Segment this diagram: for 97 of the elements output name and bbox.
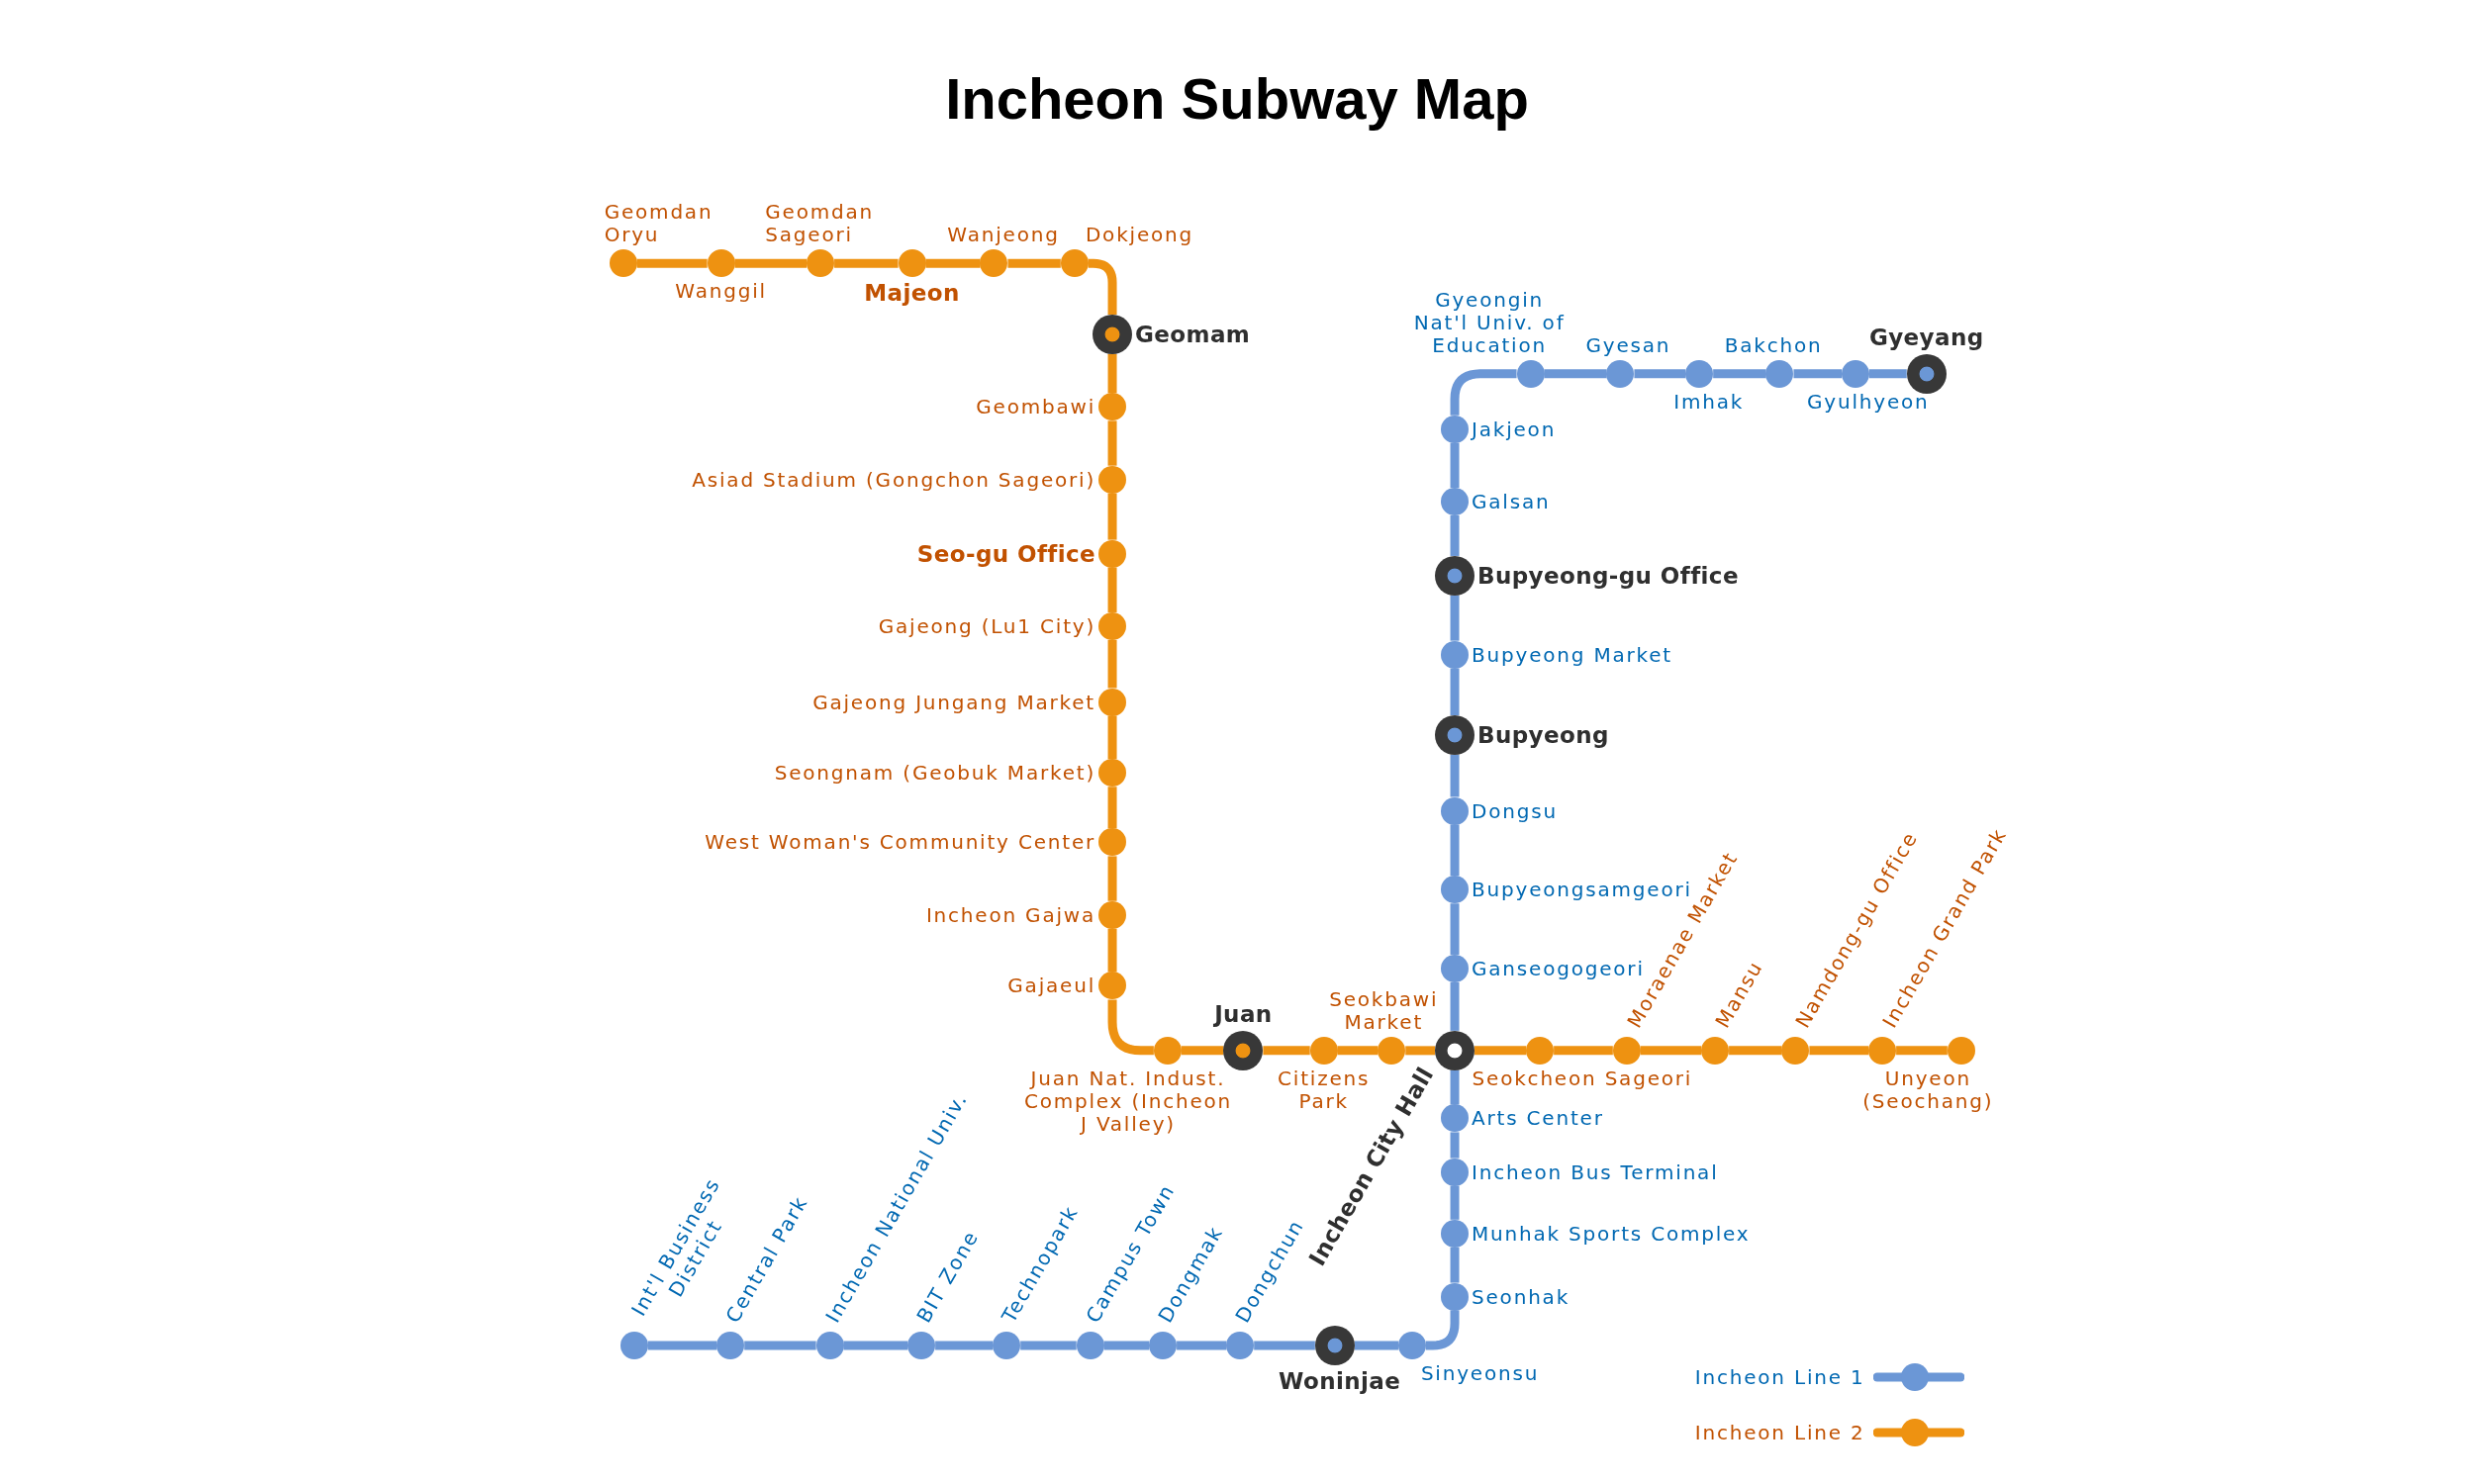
track-segment (1450, 668, 1460, 715)
track-segment (843, 1341, 908, 1350)
station-name: Gajaeul (1007, 974, 1096, 997)
track-segment (744, 1341, 816, 1350)
station-name: Geomam (1135, 321, 1251, 348)
station-name: Wanjeong (947, 224, 1060, 247)
track-segment (925, 258, 981, 268)
station-name: Bupyeong (1477, 721, 1609, 749)
track-segment (1107, 354, 1117, 394)
station-name: Juan Nat. Indust. Complex (Incheon J Valley) (1022, 1067, 1234, 1136)
station-name: Wanggil (675, 280, 767, 304)
station-name: Woninjae (1279, 1368, 1401, 1395)
track-segment (1177, 1341, 1227, 1350)
station-name: Gyesan (1585, 333, 1671, 357)
station-name: Bupyeong-gu Office (1477, 562, 1739, 590)
station-name: Dokjeong (1085, 224, 1193, 247)
station-name: Bakchon (1724, 333, 1823, 357)
track-segment (1107, 420, 1117, 466)
map-title: Incheon Subway Map (945, 67, 1529, 131)
station-name: Seongnam (Geobuk Market) (774, 761, 1096, 785)
track-segment (1450, 981, 1460, 1031)
track-segment (1896, 1046, 1948, 1056)
track-segment (1107, 639, 1117, 689)
track-segment (1181, 1046, 1224, 1056)
station-name: Citizens Park (1277, 1067, 1372, 1113)
track-segment (935, 1341, 994, 1350)
track-segment (1254, 1341, 1315, 1350)
track-segment (1450, 903, 1460, 955)
track-segment (1107, 787, 1117, 829)
track-segment (1809, 1046, 1869, 1056)
station-name: Geomdan Oryu (604, 201, 714, 247)
station-name: Arts Center (1472, 1106, 1604, 1130)
station-name: Seonhak (1472, 1285, 1570, 1309)
track-segment (1634, 369, 1686, 379)
track-segment (1426, 1310, 1460, 1350)
track-segment (1450, 1132, 1460, 1159)
track-segment (1088, 258, 1117, 315)
track-segment (1107, 567, 1117, 612)
track-segment (1869, 369, 1907, 379)
track-segment (1020, 1341, 1077, 1350)
track-segment (1450, 1185, 1460, 1220)
station-name: Gyulhyeon (1807, 390, 1930, 414)
track-segment (1544, 369, 1607, 379)
track-segment (1103, 1341, 1150, 1350)
station-name: Galsan (1472, 490, 1551, 513)
station-name: Incheon Gajwa (925, 903, 1096, 927)
legend-label: Incheon Line 2 (1694, 1421, 1865, 1444)
track-segment (1107, 856, 1117, 901)
track-segment (636, 258, 708, 268)
track-segment (1450, 1069, 1460, 1105)
station-name: Geomdan Sageori (765, 201, 876, 247)
track-segment (1405, 1046, 1436, 1056)
station-name: Gyeyang (1868, 325, 1984, 351)
track-segment (1450, 369, 1517, 416)
track-segment (1107, 493, 1117, 540)
station-name: Munhak Sports Complex (1472, 1222, 1751, 1246)
track-segment (1450, 595, 1460, 641)
legend-label: Incheon Line 1 (1694, 1365, 1865, 1389)
track-segment (1554, 1046, 1613, 1056)
track-segment (1450, 755, 1460, 797)
track-segment (1450, 1247, 1460, 1283)
track-segment (1475, 1046, 1527, 1056)
station-name: Gyeongin Nat'l Univ. of Education (1412, 288, 1567, 357)
track-segment (1354, 1341, 1398, 1350)
station-name: Sinyeonsu (1420, 1362, 1540, 1385)
track-segment (1107, 715, 1117, 760)
station-name: Seo-gu Office (916, 540, 1096, 567)
station-name: Bupyeongsamgeori (1472, 878, 1692, 901)
track-segment (1450, 442, 1460, 488)
station-name: Majeon (864, 280, 960, 307)
track-segment (1640, 1046, 1702, 1056)
track-segment (734, 258, 808, 268)
station-name: Juan (1214, 1001, 1273, 1028)
station-name: Geombawi (976, 395, 1096, 418)
station-name: Gajeong Jungang Market (812, 691, 1096, 713)
station-name: Asiad Stadium (Gongchon Sageori) (692, 468, 1096, 492)
track-segment (1450, 824, 1460, 877)
station-name: Seokcheon Sageori (1472, 1067, 1693, 1090)
station-name: Unyeon (Seochang) (1861, 1067, 1995, 1113)
track-segment (1713, 369, 1766, 379)
station-name: Dongsu (1472, 799, 1558, 822)
track-segment (834, 258, 899, 268)
station-name: Gajeong (Lu1 City) (878, 614, 1096, 638)
track-segment (1007, 258, 1061, 268)
station-name: Incheon Bus Terminal (1472, 1160, 1719, 1184)
track-segment (1107, 928, 1117, 973)
track-segment (647, 1341, 717, 1350)
station-name: Imhak (1673, 390, 1745, 414)
station-name: Jakjeon (1472, 417, 1557, 441)
station-name: Seokbawi Market (1328, 987, 1440, 1034)
track-segment (1729, 1046, 1782, 1056)
track-segment (1450, 515, 1460, 556)
track-segment (1337, 1046, 1379, 1056)
track-segment (1263, 1046, 1310, 1056)
station-name: West Woman's Community Center (705, 830, 1096, 854)
track-segment (1107, 999, 1154, 1056)
station-name: Bupyeong Market (1472, 643, 1672, 667)
